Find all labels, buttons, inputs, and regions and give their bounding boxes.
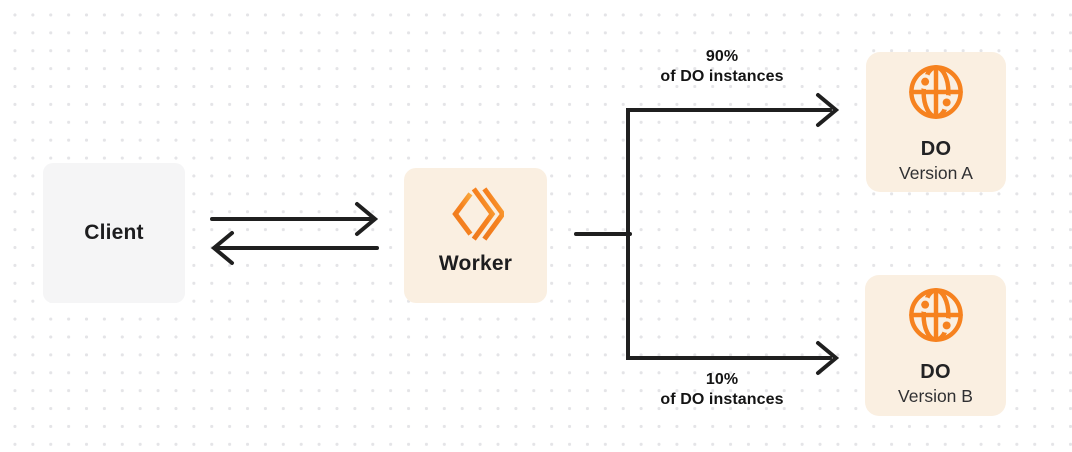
- client-label: Client: [84, 221, 144, 244]
- bottom-branch-caption: of DO instances: [660, 391, 784, 408]
- top-branch-arrowhead: [816, 93, 840, 127]
- bottom-branch-percent: 10%: [705, 371, 739, 388]
- do-a-subtitle: Version A: [899, 163, 973, 183]
- bottom-branch-arrowhead: [816, 341, 840, 375]
- bottom-branch-label: 10% of DO instances: [612, 370, 832, 410]
- top-branch-label: 90% of DO instances: [612, 47, 832, 87]
- worker-node: Worker: [404, 168, 547, 303]
- fork-branch-line: [626, 108, 832, 360]
- client-to-worker-arrow: [210, 202, 379, 236]
- top-branch-caption: of DO instances: [660, 68, 784, 85]
- do-version-a-node: DO Version A: [866, 52, 1006, 192]
- durable-object-globe-icon: [905, 284, 967, 346]
- do-version-b-node: DO Version B: [865, 275, 1006, 416]
- client-node: Client: [43, 163, 185, 303]
- cloudflare-workers-logo-icon: [448, 185, 506, 243]
- top-branch-percent: 90%: [705, 48, 739, 65]
- durable-object-globe-icon: [905, 61, 967, 123]
- do-b-subtitle: Version B: [898, 386, 973, 406]
- worker-label: Worker: [438, 252, 513, 275]
- worker-to-client-arrow: [210, 231, 379, 265]
- do-a-title: DO: [920, 138, 952, 160]
- do-b-title: DO: [920, 361, 951, 383]
